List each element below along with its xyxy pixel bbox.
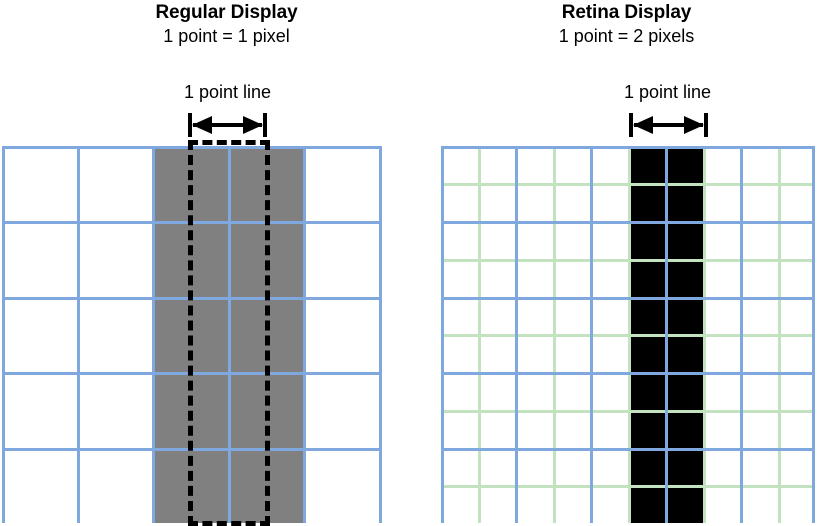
arrow-shaft	[634, 123, 703, 127]
point-grid-hline	[441, 448, 815, 451]
point-grid-regular	[2, 140, 383, 526]
pixel-grid-hline	[441, 183, 815, 186]
arrow-cap-right-icon	[263, 113, 267, 137]
point-grid-hline	[2, 221, 382, 224]
point-grid-vline	[152, 146, 155, 523]
point-grid-vline	[77, 146, 80, 523]
panel-subtitle-regular: 1 point = 1 pixel	[163, 26, 290, 46]
panel-title-retina: Retina Display	[561, 2, 692, 23]
point-grid-vline	[2, 146, 5, 523]
pixel-grid-hline	[441, 485, 815, 488]
point-grid-hline	[2, 146, 382, 149]
arrow-cap-right-icon	[704, 113, 708, 137]
arrow-shaft	[193, 123, 262, 127]
point-width-arrow-retina	[629, 113, 708, 137]
point-grid-vline	[379, 146, 382, 523]
point-grid-hline	[2, 297, 382, 300]
point-grid-vline	[303, 146, 306, 523]
panel-regular-display: Regular Display 1 point = 1 pixel 1 poin…	[0, 0, 409, 526]
point-grid-vline	[590, 146, 593, 523]
arrow-cap-left-icon	[188, 113, 192, 137]
pixel-grid-hline	[441, 334, 815, 337]
point-grid-vline	[441, 146, 444, 523]
point-grid-hline	[441, 146, 815, 149]
point-grid-vline	[228, 146, 231, 523]
point-grid-vline	[515, 146, 518, 523]
point-width-arrow-regular	[188, 113, 267, 137]
panel-subtitle-retina: 1 point = 2 pixels	[558, 26, 695, 46]
pixel-grid-retina	[441, 146, 816, 523]
pixel-grid-hline	[441, 259, 815, 262]
point-grid-hline	[2, 372, 382, 375]
point-grid-hline	[441, 297, 815, 300]
panel-title-regular: Regular Display	[155, 2, 298, 23]
panel-retina-display: Retina Display 1 point = 2 pixels 1 poin…	[409, 0, 818, 523]
point-grid-hline	[441, 372, 815, 375]
arrow-head-right-icon	[684, 116, 704, 134]
point-grid-hline	[2, 448, 382, 451]
point-grid-vline	[812, 146, 815, 523]
arrow-head-right-icon	[243, 116, 263, 134]
pixel-grid-hline	[441, 410, 815, 413]
arrow-cap-left-icon	[629, 113, 633, 137]
point-grid-vline	[740, 146, 743, 523]
point-grid-hline	[441, 221, 815, 224]
line-caption-retina: 1 point line	[623, 82, 712, 102]
point-grid-vline	[665, 146, 668, 523]
line-caption-regular: 1 point line	[183, 82, 272, 102]
